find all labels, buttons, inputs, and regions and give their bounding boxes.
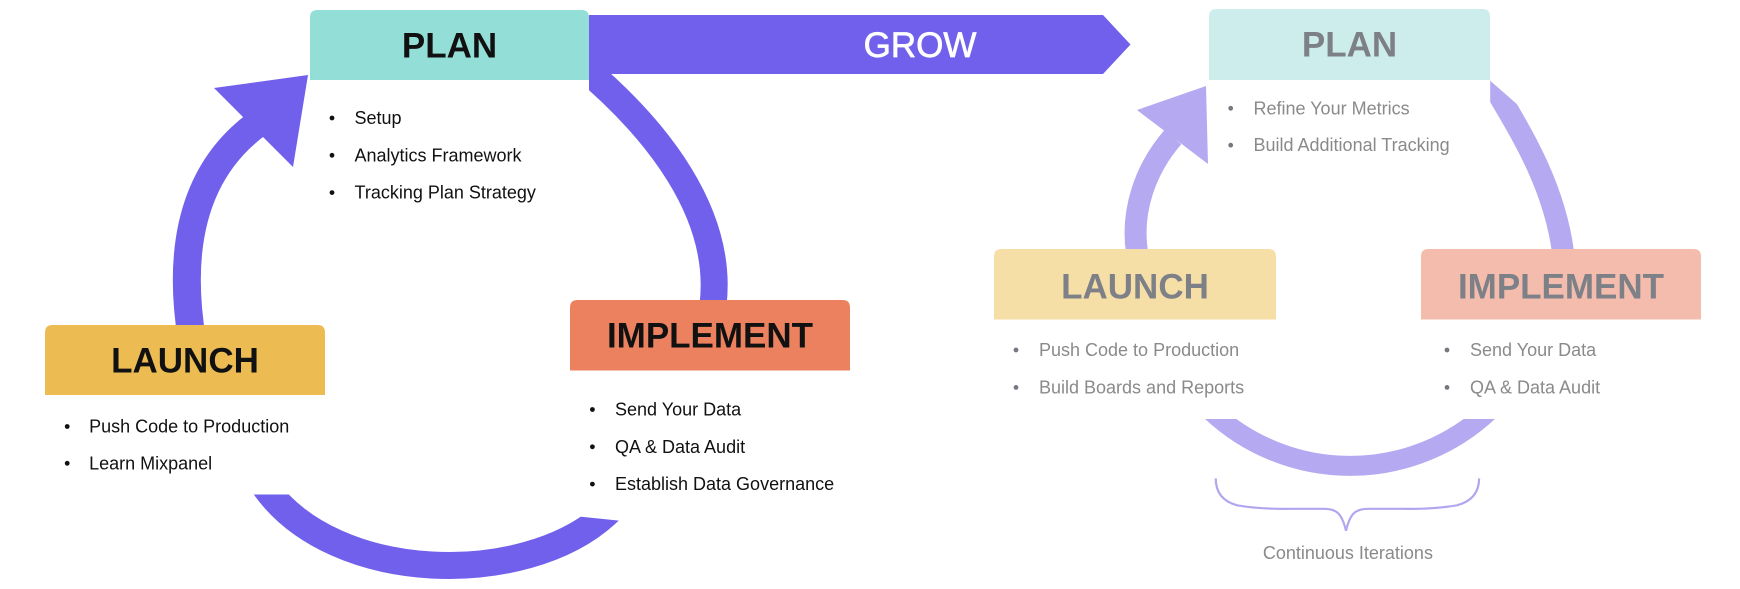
svg-text:QA & Data Audit: QA & Data Audit (1470, 377, 1600, 397)
svg-text:PLAN: PLAN (402, 26, 497, 65)
svg-text:QA & Data Audit: QA & Data Audit (615, 437, 745, 457)
svg-text:PLAN: PLAN (1302, 26, 1397, 65)
svg-text:Setup: Setup (355, 108, 402, 128)
svg-text:LAUNCH: LAUNCH (111, 341, 259, 380)
svg-text:Build Additional Tracking: Build Additional Tracking (1254, 135, 1450, 155)
svg-text:Establish Data Governance: Establish Data Governance (615, 474, 834, 494)
svg-text:Send Your Data: Send Your Data (1470, 340, 1597, 360)
svg-text:Push Code to Production: Push Code to Production (1039, 340, 1239, 360)
svg-text:IMPLEMENT: IMPLEMENT (1458, 268, 1664, 307)
svg-text:Learn Mixpanel: Learn Mixpanel (89, 453, 212, 473)
svg-text:GROW: GROW (864, 26, 977, 65)
svg-text:LAUNCH: LAUNCH (1061, 268, 1209, 307)
svg-text:Continuous Iterations: Continuous Iterations (1263, 543, 1433, 563)
svg-text:Tracking Plan Strategy: Tracking Plan Strategy (355, 183, 536, 203)
svg-text:Push Code to Production: Push Code to Production (89, 417, 289, 437)
svg-text:Build Boards and Reports: Build Boards and Reports (1039, 377, 1244, 397)
svg-text:IMPLEMENT: IMPLEMENT (607, 316, 813, 355)
svg-text:Refine Your Metrics: Refine Your Metrics (1254, 98, 1410, 118)
svg-text:Analytics Framework: Analytics Framework (355, 145, 523, 165)
svg-text:Send Your Data: Send Your Data (615, 400, 742, 420)
